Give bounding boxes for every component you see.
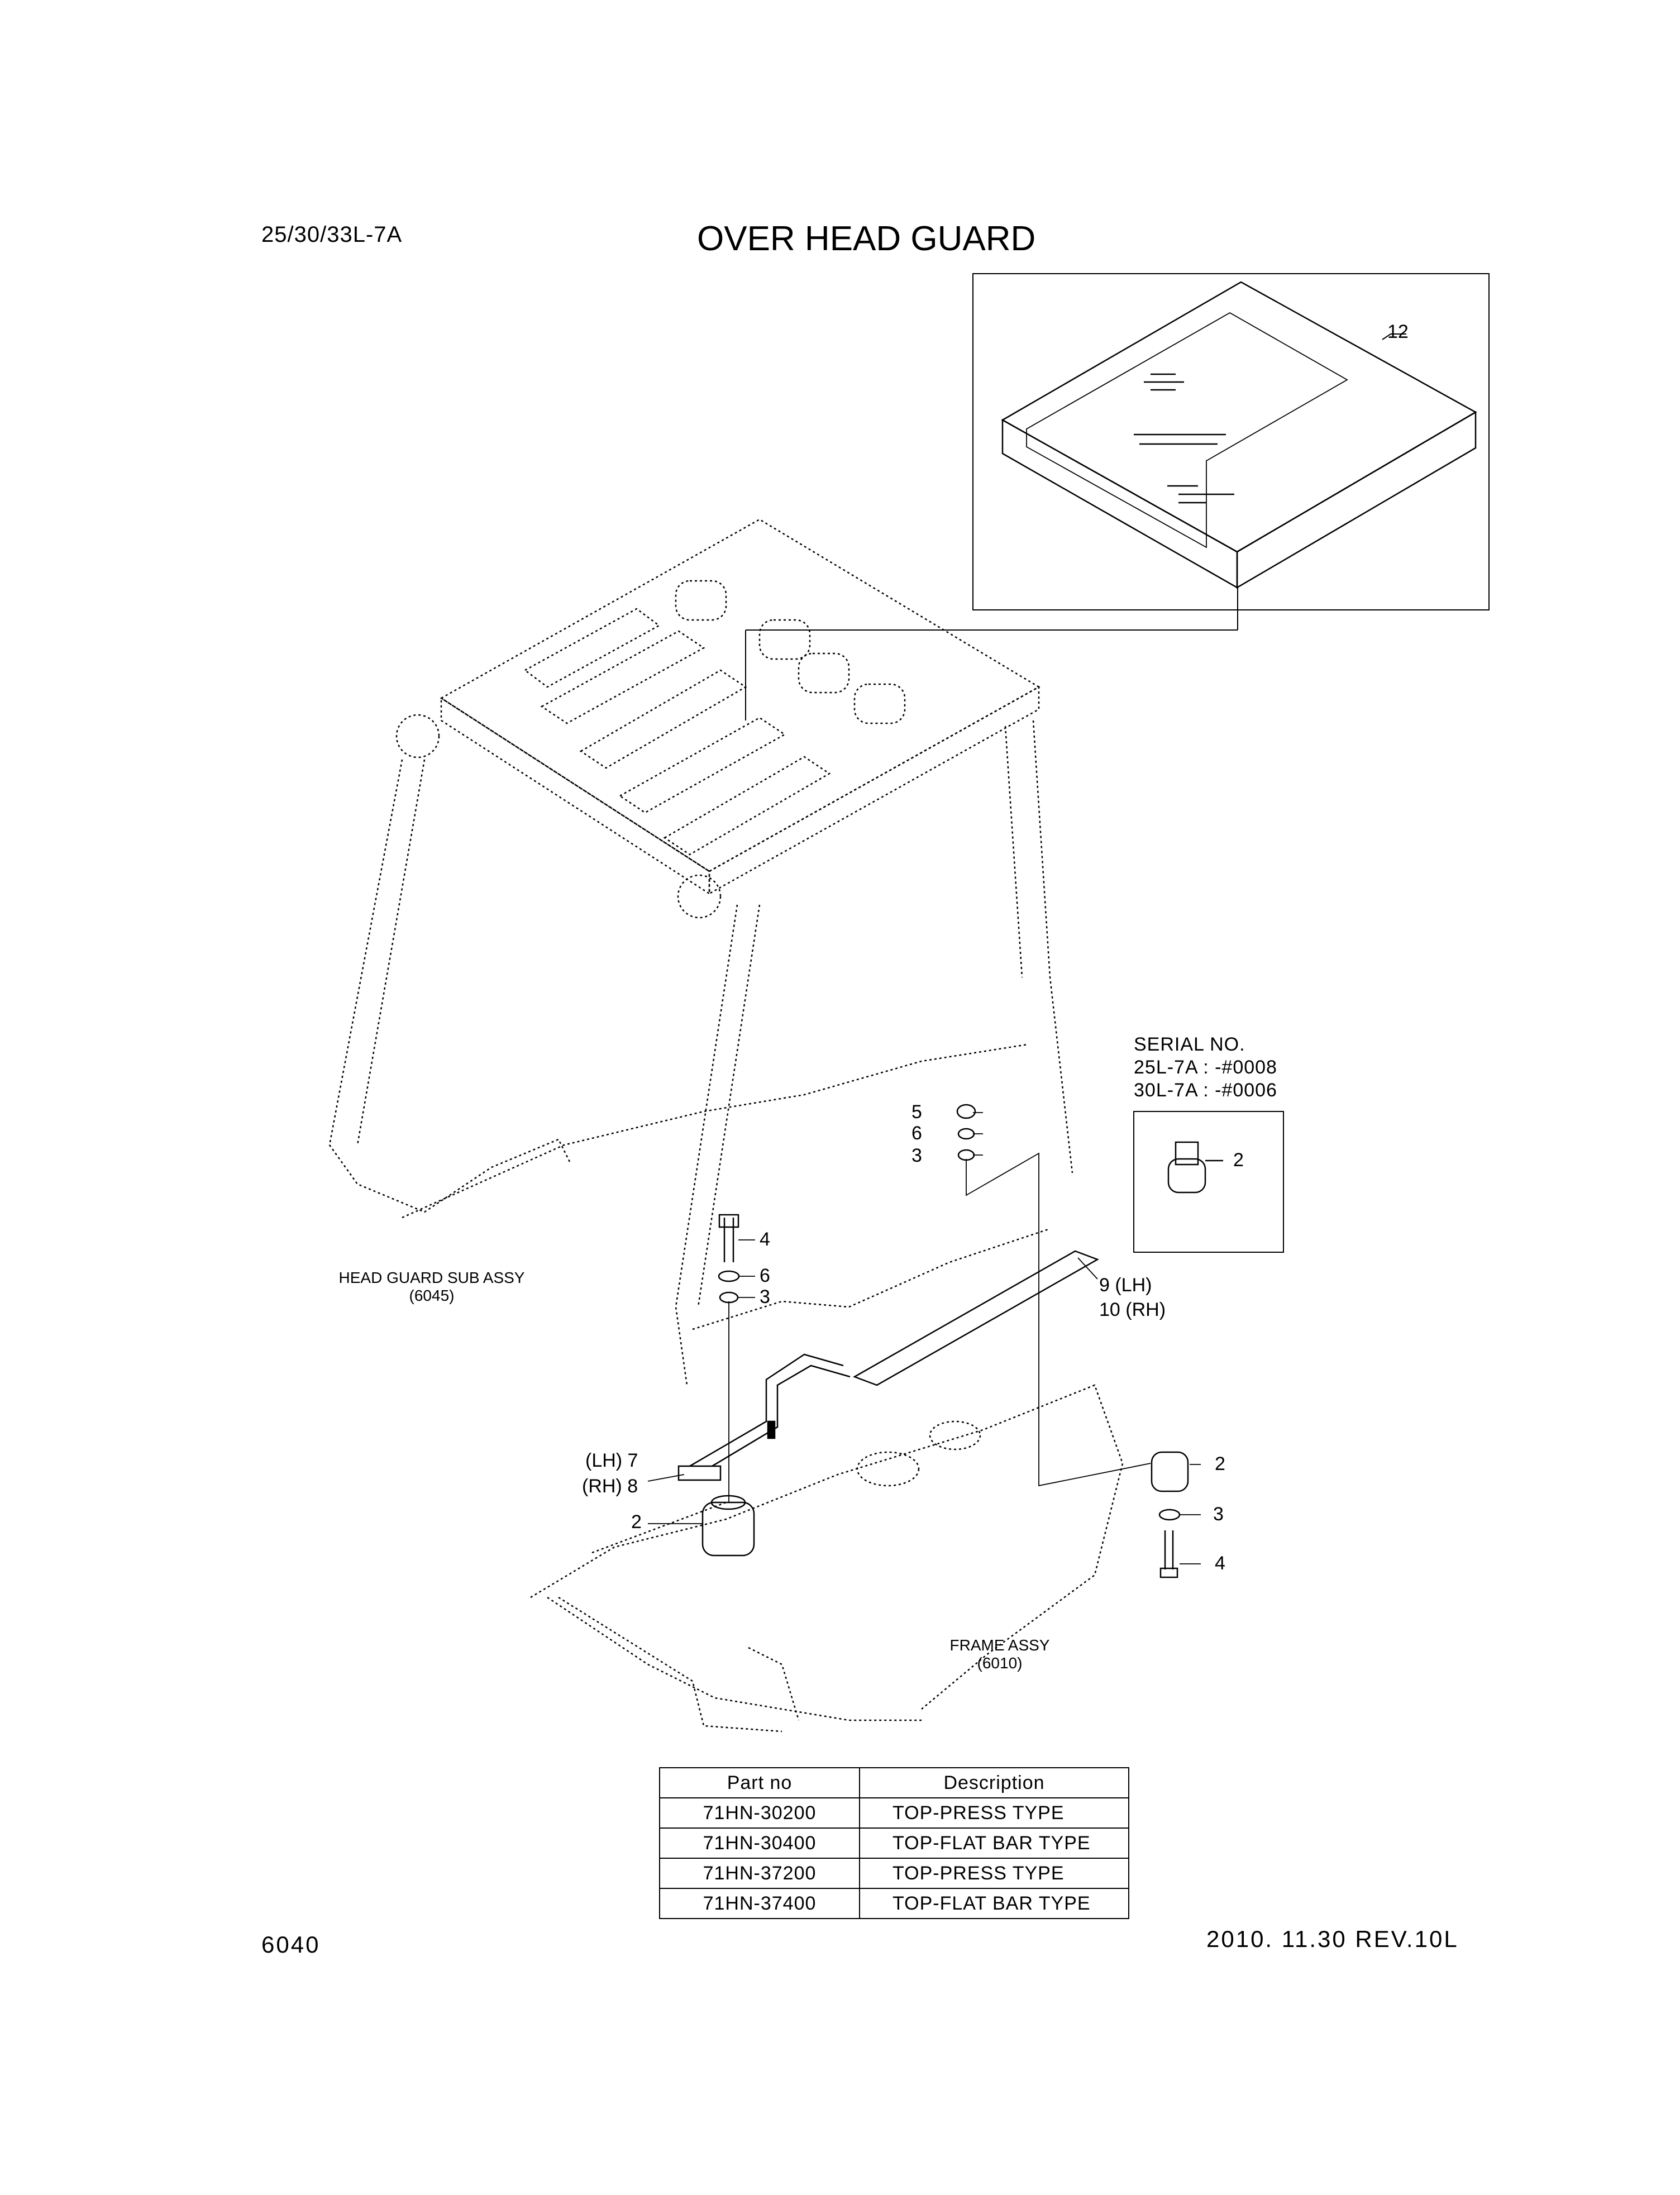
serial-line-1: 25L-7A : -#0008: [1134, 1056, 1277, 1078]
callout-2-inset: 2: [1233, 1149, 1244, 1171]
table-header-row: Part no Description: [659, 1767, 1129, 1798]
frame-code: (6010): [977, 1654, 1023, 1672]
manual-inset-frame: [972, 273, 1490, 610]
head-guard-code: (6045): [409, 1287, 455, 1305]
part-no-cell: 71HN-37200: [659, 1858, 860, 1889]
callout-3-right: 3: [1213, 1504, 1224, 1525]
head-guard-outline: [328, 518, 1124, 1733]
callout-5: 5: [911, 1101, 922, 1123]
part-no-cell: 71HN-30200: [659, 1797, 860, 1829]
description-cell: TOP-PRESS TYPE: [859, 1858, 1129, 1889]
model-number: 25/30/33L-7A: [261, 222, 403, 247]
part-no-cell: 71HN-37400: [659, 1888, 860, 1919]
parts-table: Part no Description 71HN-30200 TOP-PRESS…: [659, 1767, 1129, 1919]
frame-label: FRAME ASSY (6010): [938, 1636, 1061, 1672]
description-cell: TOP-PRESS TYPE: [859, 1797, 1129, 1829]
part-no-cell: 71HN-30400: [659, 1827, 860, 1859]
callout-6: 6: [911, 1123, 922, 1144]
head-guard-name: HEAD GUARD SUB ASSY: [338, 1269, 525, 1286]
table-row: 71HN-37200 TOP-PRESS TYPE: [659, 1858, 1129, 1889]
callout-9-lh: 9 (LH): [1099, 1275, 1152, 1296]
frame-name: FRAME ASSY: [949, 1636, 1050, 1654]
col-header-part-no: Part no: [659, 1767, 860, 1798]
serial-note: SERIAL NO. 25L-7A : -#0008 30L-7A : -#00…: [1134, 1033, 1277, 1101]
callout-3-left: 3: [760, 1286, 770, 1308]
leader-lines: [647, 1112, 1201, 1564]
table-row: 71HN-30200 TOP-PRESS TYPE: [659, 1797, 1129, 1829]
serial-inset-frame: [1133, 1111, 1284, 1253]
mount-icon: [1167, 1141, 1223, 1194]
callout-7-lh: (LH) 7: [585, 1450, 638, 1471]
callout-12: 12: [1387, 321, 1409, 342]
table-row: 71HN-37400 TOP-FLAT BAR TYPE: [659, 1888, 1129, 1919]
mounting-bars: [677, 1250, 1099, 1481]
callout-10-rh: 10 (RH): [1099, 1299, 1166, 1320]
col-header-description: Description: [859, 1767, 1129, 1798]
serial-line-2: 30L-7A : -#0006: [1134, 1079, 1277, 1101]
table-row: 71HN-30400 TOP-FLAT BAR TYPE: [659, 1827, 1129, 1859]
right-fasteners: [956, 1104, 1189, 1578]
callout-4: 4: [760, 1229, 770, 1250]
callout-2-right: 2: [1215, 1453, 1225, 1475]
serial-title: SERIAL NO.: [1134, 1034, 1245, 1055]
page-number: 6040: [261, 1931, 321, 1958]
callout-6-left: 6: [760, 1265, 770, 1286]
head-guard-label: HEAD GUARD SUB ASSY (6045): [328, 1269, 535, 1305]
page-title: OVER HEAD GUARD: [697, 220, 1036, 258]
callout-4-right: 4: [1215, 1553, 1225, 1574]
description-cell: TOP-FLAT BAR TYPE: [859, 1827, 1129, 1859]
callout-8-rh: (RH) 8: [582, 1476, 638, 1497]
revision-date: 2010. 11.30 REV.10L: [1206, 1926, 1459, 1952]
left-fasteners: [701, 1214, 755, 1557]
callout-2-left: 2: [631, 1511, 642, 1533]
description-cell: TOP-FLAT BAR TYPE: [859, 1888, 1129, 1919]
callout-3: 3: [911, 1145, 922, 1166]
